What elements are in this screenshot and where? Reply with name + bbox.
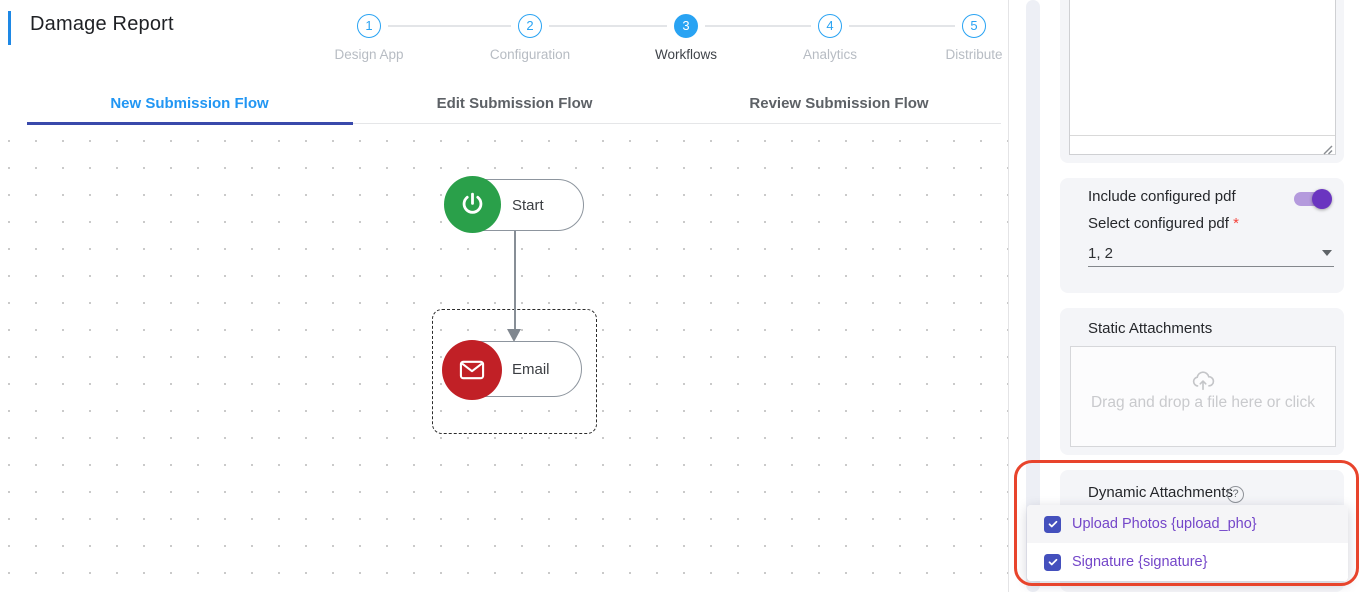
file-dropzone[interactable] bbox=[1070, 346, 1336, 447]
stepper-step-design-app[interactable]: 1 Design App bbox=[309, 14, 429, 62]
stepper-connector bbox=[549, 25, 667, 27]
step-circle-3[interactable]: 3 bbox=[674, 14, 698, 38]
step-label-design-app: Design App bbox=[334, 47, 404, 62]
option-signature[interactable]: Signature {signature} bbox=[1027, 543, 1348, 581]
start-to-email-connector bbox=[514, 231, 516, 330]
active-tab-underline bbox=[27, 122, 353, 125]
tab-review-submission-flow[interactable]: Review Submission Flow bbox=[749, 95, 929, 112]
email-node[interactable]: Email bbox=[442, 340, 582, 400]
stepper-step-analytics[interactable]: 4 Analytics bbox=[770, 14, 890, 62]
textarea-inner-divider bbox=[1070, 135, 1335, 136]
checkbox-signature[interactable] bbox=[1044, 553, 1061, 571]
start-node[interactable]: Start bbox=[444, 176, 584, 233]
static-attachments-title: Static Attachments bbox=[1088, 320, 1213, 337]
option-upload-photos-label: Upload Photos {upload_pho} bbox=[1072, 516, 1257, 532]
select-configured-pdf-label: Select configured pdf * bbox=[1088, 215, 1239, 232]
stepper-connector bbox=[388, 25, 511, 27]
option-upload-photos[interactable]: Upload Photos {upload_pho} bbox=[1027, 505, 1348, 543]
tab-edit-submission-flow[interactable]: Edit Submission Flow bbox=[436, 95, 593, 112]
stepper-step-distribute[interactable]: 5 Distribute bbox=[914, 14, 1034, 62]
step-circle-1[interactable]: 1 bbox=[357, 14, 381, 38]
start-node-label: Start bbox=[512, 196, 544, 214]
select-pdf-label-text: Select configured pdf bbox=[1088, 215, 1229, 232]
stepper-step-configuration[interactable]: 2 Configuration bbox=[470, 14, 590, 62]
step-circle-2[interactable]: 2 bbox=[518, 14, 542, 38]
step-label-workflows: Workflows bbox=[654, 47, 717, 62]
step-circle-4[interactable]: 4 bbox=[818, 14, 842, 38]
stepper-connector bbox=[849, 25, 955, 27]
dynamic-attachments-title: Dynamic Attachments bbox=[1088, 484, 1234, 501]
select-underline bbox=[1088, 266, 1334, 267]
stepper-connector bbox=[705, 25, 811, 27]
step-label-configuration: Configuration bbox=[489, 47, 571, 62]
power-icon bbox=[444, 176, 501, 233]
page-title: Damage Report bbox=[30, 13, 174, 35]
step-label-analytics: Analytics bbox=[802, 47, 858, 62]
dropzone-placeholder: Drag and drop a file here or click bbox=[1090, 394, 1315, 411]
title-accent-bar bbox=[8, 11, 11, 45]
scrollbar-track[interactable] bbox=[1026, 0, 1040, 592]
tabs-divider bbox=[27, 123, 1001, 124]
required-asterisk: * bbox=[1233, 215, 1239, 232]
panel-divider bbox=[1008, 0, 1009, 592]
dynamic-attachments-dropdown: Upload Photos {upload_pho} Signature {si… bbox=[1027, 505, 1348, 581]
upload-cloud-icon bbox=[1190, 368, 1216, 397]
stepper-step-workflows[interactable]: 3 Workflows bbox=[626, 14, 746, 62]
checkbox-upload-photos[interactable] bbox=[1044, 515, 1061, 533]
connector-arrowhead-icon bbox=[507, 329, 521, 342]
option-signature-label: Signature {signature} bbox=[1072, 554, 1208, 570]
include-pdf-toggle-thumb[interactable] bbox=[1312, 189, 1332, 209]
resize-handle-icon[interactable] bbox=[1320, 142, 1333, 155]
configured-pdf-select[interactable]: 1, 2 bbox=[1088, 245, 1114, 262]
tab-new-submission-flow[interactable]: New Submission Flow bbox=[110, 95, 269, 112]
dropdown-caret-icon[interactable] bbox=[1322, 250, 1332, 256]
step-label-distribute: Distribute bbox=[945, 47, 1003, 62]
email-node-label: Email bbox=[512, 360, 550, 378]
step-circle-5[interactable]: 5 bbox=[962, 14, 986, 38]
include-configured-pdf-label: Include configured pdf bbox=[1088, 188, 1236, 205]
help-circle-icon[interactable]: ? bbox=[1227, 486, 1244, 503]
email-icon bbox=[442, 340, 502, 400]
notes-textarea[interactable] bbox=[1069, 0, 1336, 155]
